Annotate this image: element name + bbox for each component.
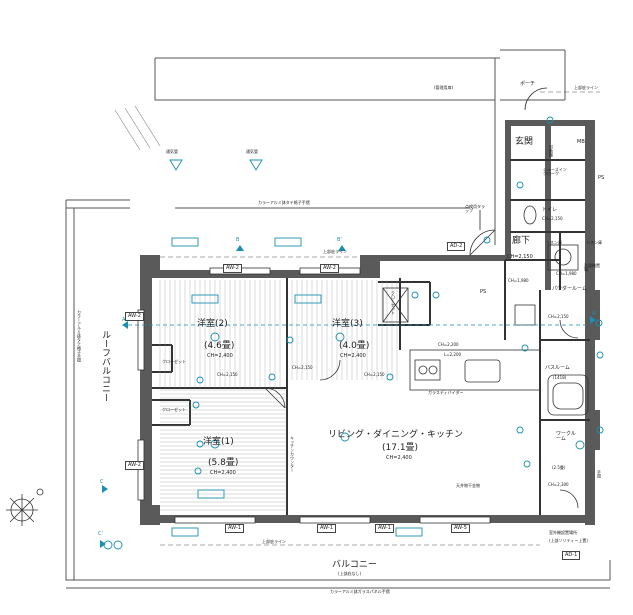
room-hallway-ch: CH=2,150 [507, 254, 533, 260]
closet-box [382, 287, 409, 323]
roof-balcony-label: ルーフバルコニー [100, 330, 110, 402]
room-ldk-name: リビング・ダイニング・キッチン [328, 430, 464, 440]
section-mark-b: B [236, 237, 240, 243]
section-mark-b-prime: B' [337, 237, 342, 243]
section-mark-c: C [100, 479, 104, 485]
balcony-note: (上部庇なし) [338, 571, 362, 576]
room-western-3-name: 洋室(3) [332, 319, 363, 329]
closet-b-label: クローゼット [162, 407, 186, 412]
bathtub [547, 374, 589, 416]
room-western-1-size: (5.8畳) [208, 458, 239, 468]
top-rail-label: カラーアルミ鉢タテ格子手摺 [258, 200, 310, 205]
l-2200-label: L=2,200 [444, 352, 462, 357]
ch-2200-label: CH=2,200 [438, 342, 459, 347]
shoes-closet-label: シューズインクローク [543, 167, 567, 176]
ac-note-label: (上部ソリティー上置) [549, 538, 588, 543]
window-tag-aw2-left-b: AW-2 [125, 461, 144, 470]
cooktop [414, 359, 441, 381]
bottom-rail-label: カラーアルミ鉢ガラスパネル手摺 [330, 589, 390, 594]
washer-label: 洗濯機置場 [584, 263, 600, 272]
room-western-1-ch: CH=2,400 [210, 470, 236, 476]
kitchen-sink [464, 359, 501, 383]
ps-label-2: PS [480, 289, 487, 295]
toilet-fixture [523, 205, 537, 225]
room-work-ch: CH=2,300 [548, 482, 569, 487]
room-ldk-ch: CH=2,400 [386, 455, 412, 461]
inspection-label: 点検用タラップ [465, 204, 485, 213]
kitchen-counter-label: キッチンカウンター [290, 436, 295, 472]
left-rail-label: カラーアルミ鉢タテ格子手摺 [77, 310, 82, 362]
upper-eave-line-1: 上部庇ライン [323, 249, 347, 254]
room-western-2-ch: CH=2,400 [207, 353, 233, 359]
roof-terrace-boundary [154, 58, 496, 245]
hand-rail-label: 手摺 [597, 470, 602, 478]
linen-label-2: リネン庫 [586, 240, 602, 245]
outdoor-unit-label: 室外機設置場所 [549, 530, 577, 535]
room-toilet-ch: CH=2,150 [542, 216, 563, 221]
window-tag-aw5: AW-5 [451, 524, 470, 533]
compass-icon [6, 488, 44, 526]
room-western-1-name: 洋室(1) [203, 437, 234, 447]
window-tag-aw1-b: AW-1 [317, 524, 336, 533]
room-western-2-size: (4.6畳) [204, 341, 235, 351]
window-tag-aw2-b: AW-2 [320, 264, 339, 273]
room-entrance-name: 玄関 [515, 137, 534, 147]
upper-eave-line-2: 上部庇ライン [262, 539, 286, 544]
closet-c-label: クローゼット [391, 291, 396, 315]
door-tag-ad2: AD-2 [447, 242, 466, 251]
kitchen-counter [409, 349, 541, 391]
vent-label-2: 通気管 [246, 149, 258, 154]
terrace-outline [65, 200, 611, 581]
closet-a-label: クローゼット [162, 359, 186, 364]
window-tag-aw2-a: AW-2 [223, 264, 242, 273]
room-work-size: (2.5畳) [552, 465, 566, 470]
ch-1980-b: CH=1,980 [508, 278, 529, 283]
room-work-name: ワークルーム [556, 431, 576, 442]
ch-2150-b: CH=2,150 [292, 365, 313, 370]
ch-2150-a: CH=2,150 [217, 372, 238, 377]
room-ldk-size: (17.1畳) [382, 443, 419, 453]
room-toilet-name: トイレ [542, 207, 558, 213]
porch-label: ポーチ [520, 81, 536, 87]
section-mark-a: A [122, 317, 126, 323]
room-hallway-name: 廊下 [512, 236, 531, 246]
room-western-2-name: 洋室(2) [197, 319, 228, 329]
washer [547, 244, 579, 271]
mgmt-door-label: (管理用扉) [434, 85, 454, 90]
balcony-label: バルコニー [332, 560, 377, 570]
room-western-3-size: (4.0畳) [339, 341, 370, 351]
window-tag-aw1-a: AW-1 [225, 524, 244, 533]
ceiling-hardware-label: 天井物干金物 [456, 483, 480, 488]
ps-label-1: PS [598, 175, 605, 181]
door-tag-ad1: AD-1 [562, 551, 581, 560]
room-bath-size: (1418) [553, 375, 567, 380]
section-mark-c-prime: C' [98, 531, 103, 537]
window-tag-aw1-c: AW-1 [375, 524, 394, 533]
vent-label-1: 通気管 [166, 149, 178, 154]
ch-2150-c: CH=2,150 [364, 372, 385, 377]
storage-label: 可動棚 [549, 145, 554, 157]
room-bath-name: バスルーム [545, 365, 570, 371]
room-powder-ch: CH=2,150 [548, 314, 569, 319]
linen-label-1: リネン庫 [546, 240, 562, 245]
section-mark-a-prime: A' [592, 311, 597, 317]
ch-1980-a: CH=1,980 [556, 271, 577, 276]
glass-divider-label: ガラスディバイダー [428, 390, 464, 395]
upper-eave-line-3: 上部庇ライン [574, 85, 598, 90]
room-western-3-ch: CH=2,400 [340, 353, 366, 359]
room-powder-name: パウダールーム [552, 286, 587, 292]
vanity [514, 304, 536, 326]
mb-label: MB [577, 139, 585, 145]
window-tag-aw2-left: AW-2 [125, 312, 144, 321]
